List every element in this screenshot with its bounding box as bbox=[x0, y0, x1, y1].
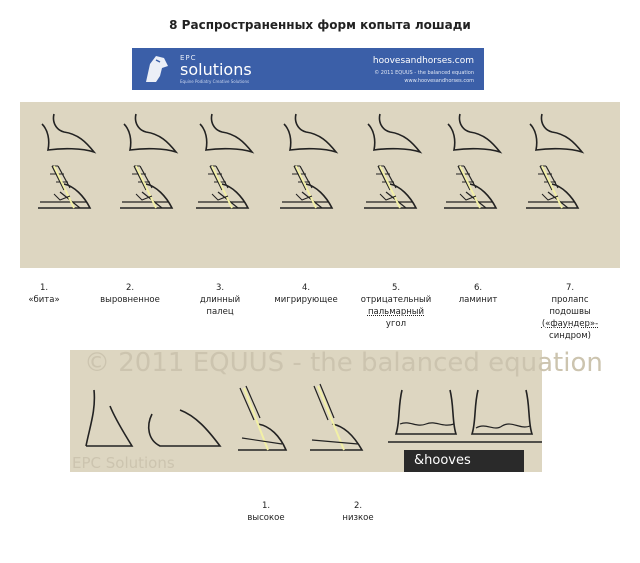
form-number: 5. bbox=[391, 283, 401, 293]
heel-name: низкое bbox=[342, 513, 374, 523]
form-label-7: 7. пролапс подошвы («фаундер»- синдром) bbox=[522, 282, 618, 342]
form-label-1: 1. «бита» bbox=[0, 282, 92, 306]
hoof-form-6 bbox=[443, 113, 501, 209]
hoof-front-view-1 bbox=[388, 389, 468, 443]
hoof-form-1 bbox=[37, 113, 95, 209]
hoof-form-7 bbox=[525, 113, 583, 209]
form-label-6: 6. ламинит bbox=[430, 282, 526, 306]
form-number: 7. bbox=[565, 283, 575, 293]
hooves-logo-text: &hooves bbox=[414, 453, 471, 468]
form-name-line2: подошвы bbox=[549, 307, 591, 317]
heel-name: высокое bbox=[247, 513, 285, 523]
form-label-4: 4. мигрирующее bbox=[258, 282, 354, 306]
banner-site: hoovesandhorses.com bbox=[372, 56, 474, 66]
heel-forms-panel: © 2011 EQUUS - the balanced equation EPC… bbox=[70, 348, 603, 472]
heel-bone-1 bbox=[238, 385, 288, 451]
banner-epc: EPC bbox=[180, 54, 197, 62]
heel-label-2: 2. низкое bbox=[310, 500, 406, 524]
heel-label-1: 1. высокое bbox=[218, 500, 314, 524]
hoof-form-3 bbox=[195, 113, 253, 209]
form-number: 3. bbox=[215, 283, 225, 293]
watermark-epc: EPC Solutions bbox=[72, 454, 175, 472]
banner-copyright: © 2011 EQUUS - the balanced equation bbox=[374, 70, 474, 76]
form-name: выровненное bbox=[100, 295, 160, 305]
banner-solutions: solutions bbox=[180, 60, 252, 79]
form-number: 4. bbox=[301, 283, 311, 293]
form-name: отрицательный bbox=[360, 295, 432, 305]
form-name: ламинит bbox=[458, 295, 498, 305]
hoof-form-4 bbox=[279, 113, 337, 209]
hoof-form-2 bbox=[119, 113, 177, 209]
form-name: пролапс bbox=[551, 295, 589, 305]
watermark: © 2011 EQUUS - the balanced equation bbox=[84, 348, 603, 378]
form-name-line3: («фаундер»- bbox=[541, 319, 599, 329]
heel-number: 1. bbox=[261, 501, 271, 511]
form-label-5: 5. отрицательный пальмарный угол bbox=[348, 282, 444, 330]
page-title: 8 Распространенных форм копыта лошади bbox=[169, 18, 471, 32]
hoof-forms-drawing bbox=[37, 113, 583, 209]
form-name-line3: угол bbox=[385, 319, 407, 329]
horse-head-logo-icon bbox=[146, 56, 168, 82]
hoof-forms-panel bbox=[20, 102, 620, 268]
form-number: 2. bbox=[125, 283, 135, 293]
epc-banner: EPC solutions Equine Podiatry Creative S… bbox=[132, 48, 484, 90]
form-name-line4: синдром) bbox=[549, 331, 591, 341]
form-name-line2: пальмарный bbox=[367, 307, 425, 317]
heel-bone-2 bbox=[310, 383, 364, 451]
form-label-2: 2. выровненное bbox=[82, 282, 178, 306]
hoof-form-5 bbox=[363, 113, 421, 209]
heel-forms-drawing bbox=[85, 383, 542, 451]
banner-tagline: Equine Podiatry Creative Solutions bbox=[180, 79, 250, 84]
banner-web: www.hoovesandhorses.com bbox=[404, 78, 474, 84]
form-name: «бита» bbox=[28, 295, 60, 305]
form-label-3: 3. длинный палец bbox=[172, 282, 268, 318]
form-number: 6. bbox=[473, 283, 483, 293]
heel-number: 2. bbox=[353, 501, 363, 511]
hoof-front-view-2 bbox=[468, 389, 542, 443]
form-name: мигрирующее bbox=[274, 295, 338, 305]
form-name-line2: палец bbox=[206, 307, 234, 317]
hooves-logo: &hooves bbox=[404, 450, 524, 472]
form-number: 1. bbox=[39, 283, 49, 293]
form-name: длинный bbox=[199, 295, 241, 305]
